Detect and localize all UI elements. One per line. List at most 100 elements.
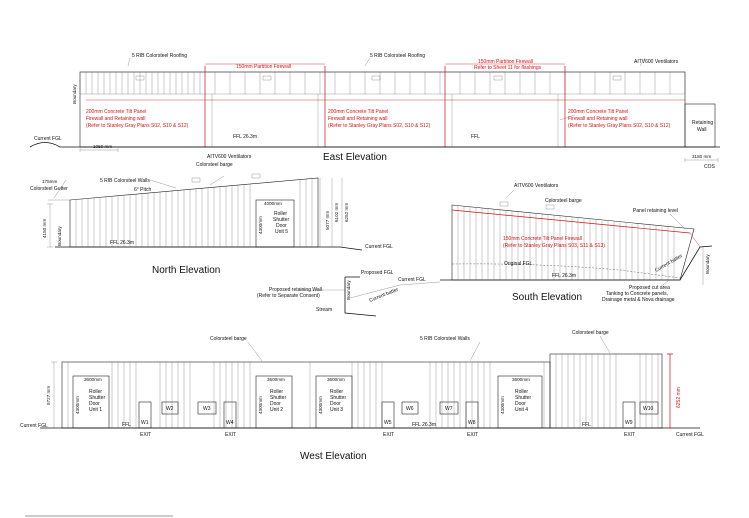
west-main-wall — [61, 361, 551, 429]
west-ffl-b: FFL 26.3m — [412, 422, 436, 428]
west-leaders — [247, 335, 611, 362]
west-w6-label: W6 — [406, 406, 414, 412]
east-panel-a-line2: Firewall and Retaining wall — [86, 116, 145, 122]
west-door-width-1: 3600mm — [84, 377, 102, 382]
north-height-dims — [319, 178, 343, 247]
south-leaders — [505, 189, 686, 288]
west-unit2-door: Door — [270, 401, 281, 407]
north-elevation: 175mm Colorsteel Gutter 5 RIB Colorsteel… — [30, 154, 441, 317]
north-boundary-label-2: Boundary — [346, 280, 351, 300]
north-ventilators-label: AITV600 Ventilators — [207, 154, 252, 160]
north-current-fgl: Current FGL — [365, 244, 393, 250]
north-dim-5077: 5077 mm — [325, 211, 330, 230]
south-ventilator-icon — [499, 201, 509, 207]
east-cos-label: COS — [704, 164, 716, 170]
north-elevation-title: North Elevation — [152, 265, 220, 276]
south-ventilator-icon — [545, 204, 555, 210]
east-ventilator-icon — [135, 75, 145, 81]
east-elevation: 5 RIB Colorsteel Roofing 5 RIB Colorstee… — [29, 53, 720, 170]
south-ventilators-label: AITV600 Ventilators — [514, 183, 559, 189]
north-door-text-2: Shutter — [273, 217, 289, 223]
west-w1-label: W1 — [141, 420, 149, 426]
north-door-text-3: Door — [276, 223, 287, 229]
south-elevation: AITV600 Ventilators Colorsteel barge Pan… — [440, 183, 713, 303]
east-panel-joints — [211, 94, 559, 147]
west-door-height-2: 4300mm — [258, 396, 263, 414]
south-elevation-title: South Elevation — [512, 292, 582, 303]
north-proposed-fgl: Proposed FGL — [361, 270, 394, 276]
north-current-batter-line — [349, 281, 441, 299]
east-ventilator-icon — [612, 75, 622, 81]
east-roofing-label-left: 5 RIB Colorsteel Roofing — [132, 53, 187, 59]
west-w10-label: W10 — [643, 406, 654, 412]
north-gutter-leader — [48, 179, 70, 201]
south-current-batter-label: Current batter — [654, 253, 684, 274]
east-panel-c-line3: (Refer to Stanley Gray Plans S02, S10 & … — [568, 123, 671, 129]
west-dim-5727-line — [51, 361, 57, 429]
south-firewall-top-line — [451, 209, 691, 234]
east-panel-a-line1: 200mm Concrete Tilt Panel — [86, 109, 146, 115]
west-unit3-door: Door — [330, 401, 341, 407]
west-w8-label: W8 — [468, 420, 476, 426]
north-pitch-label: 6° Pitch — [134, 187, 152, 193]
west-w2-label: W2 — [166, 406, 174, 412]
west-walls-label: 5 RIB Colorsteel Walls — [420, 336, 470, 342]
west-unit4-shutter: Shutter — [515, 395, 531, 401]
south-firewall-edge — [689, 232, 701, 248]
south-cut-label-2: Tanking to Concrete panels, — [606, 291, 668, 297]
west-w4-label: W4 — [226, 420, 234, 426]
north-door-text-4: Unit 5 — [275, 229, 288, 235]
south-boundary-label: Boundary — [705, 254, 710, 274]
west-door-width-2: 3600mm — [267, 377, 285, 382]
north-dim-4150-line — [47, 203, 53, 248]
east-dim-3180-line — [684, 158, 719, 162]
west-current-fgl-right: Current FGL — [676, 432, 704, 438]
east-ventilator-icon — [262, 75, 272, 81]
west-exit-label-2: EXIT — [225, 432, 236, 438]
west-unit3-label: Unit 3 — [330, 407, 343, 413]
west-dim-6252: 6252 mm — [676, 387, 682, 408]
west-exit-label-3: EXIT — [383, 432, 394, 438]
north-door-height: 4300mm — [258, 216, 263, 234]
west-unit1-label: Unit 1 — [89, 407, 102, 413]
north-wall-ribs — [75, 178, 313, 247]
north-ventilator-icon — [191, 177, 201, 183]
north-barge-label: Colorsteel barge — [196, 162, 233, 168]
south-ffl-label: FFL 26.3m — [552, 273, 576, 279]
north-door-text-1: Roller — [274, 211, 287, 217]
south-firewall-label-2: (Refer to Stanley Gray Plans S03, S11 & … — [503, 243, 605, 249]
west-ffl-c: FFL — [582, 422, 591, 428]
west-ffl-a: FFL — [122, 422, 131, 428]
west-exit-label-1: EXIT — [140, 432, 151, 438]
west-unit1-shutter: Shutter — [89, 395, 105, 401]
north-ground-line — [55, 246, 363, 251]
west-dim-6252-line — [667, 353, 673, 429]
west-unit1-door: Door — [89, 401, 100, 407]
west-elevation-title: West Elevation — [300, 451, 367, 462]
east-panel-c-line1: 200mm Concrete Tilt Panel — [568, 109, 628, 115]
west-w9-label: W9 — [625, 420, 633, 426]
south-cut-label-1: Proposed cut area — [629, 285, 670, 291]
east-firewall-lines — [204, 66, 566, 147]
north-retaining-label-1: Proposed retaining Wall — [269, 287, 322, 293]
east-roofing-label-mid: 5 RIB Colorsteel Roofing — [370, 53, 425, 59]
north-current-fgl-2: Current FGL — [398, 277, 426, 283]
west-window-w2 — [161, 401, 179, 415]
west-unit1-roller: Roller — [89, 389, 102, 395]
south-firewall-label-1: 150mm Concrete Tilt Panel Firewall — [503, 236, 582, 242]
east-ffl-label-2: FFL — [471, 134, 480, 140]
north-door-width: 4000mm — [264, 201, 282, 206]
east-firewall-label-1: 150mm Partition Firewall — [236, 64, 291, 70]
south-original-fgl-line — [451, 263, 681, 279]
east-dim-3180: 3180 mm — [692, 154, 711, 159]
west-barge-label-2: Colorsteel barge — [572, 330, 609, 336]
east-panel-b-line3: (Refer to Stanley Gray Plans S02, S10 & … — [328, 123, 431, 129]
east-ventilators-label: AITV600 Ventilators — [634, 59, 679, 65]
west-door-height-1: 4300mm — [75, 396, 80, 414]
south-panel-level-label: Panel retaining level — [633, 208, 678, 214]
west-door-width-4: 3600mm — [512, 377, 530, 382]
west-window-w6 — [401, 401, 419, 415]
west-unit2-roller: Roller — [270, 389, 283, 395]
west-w3-label: W3 — [203, 406, 211, 412]
